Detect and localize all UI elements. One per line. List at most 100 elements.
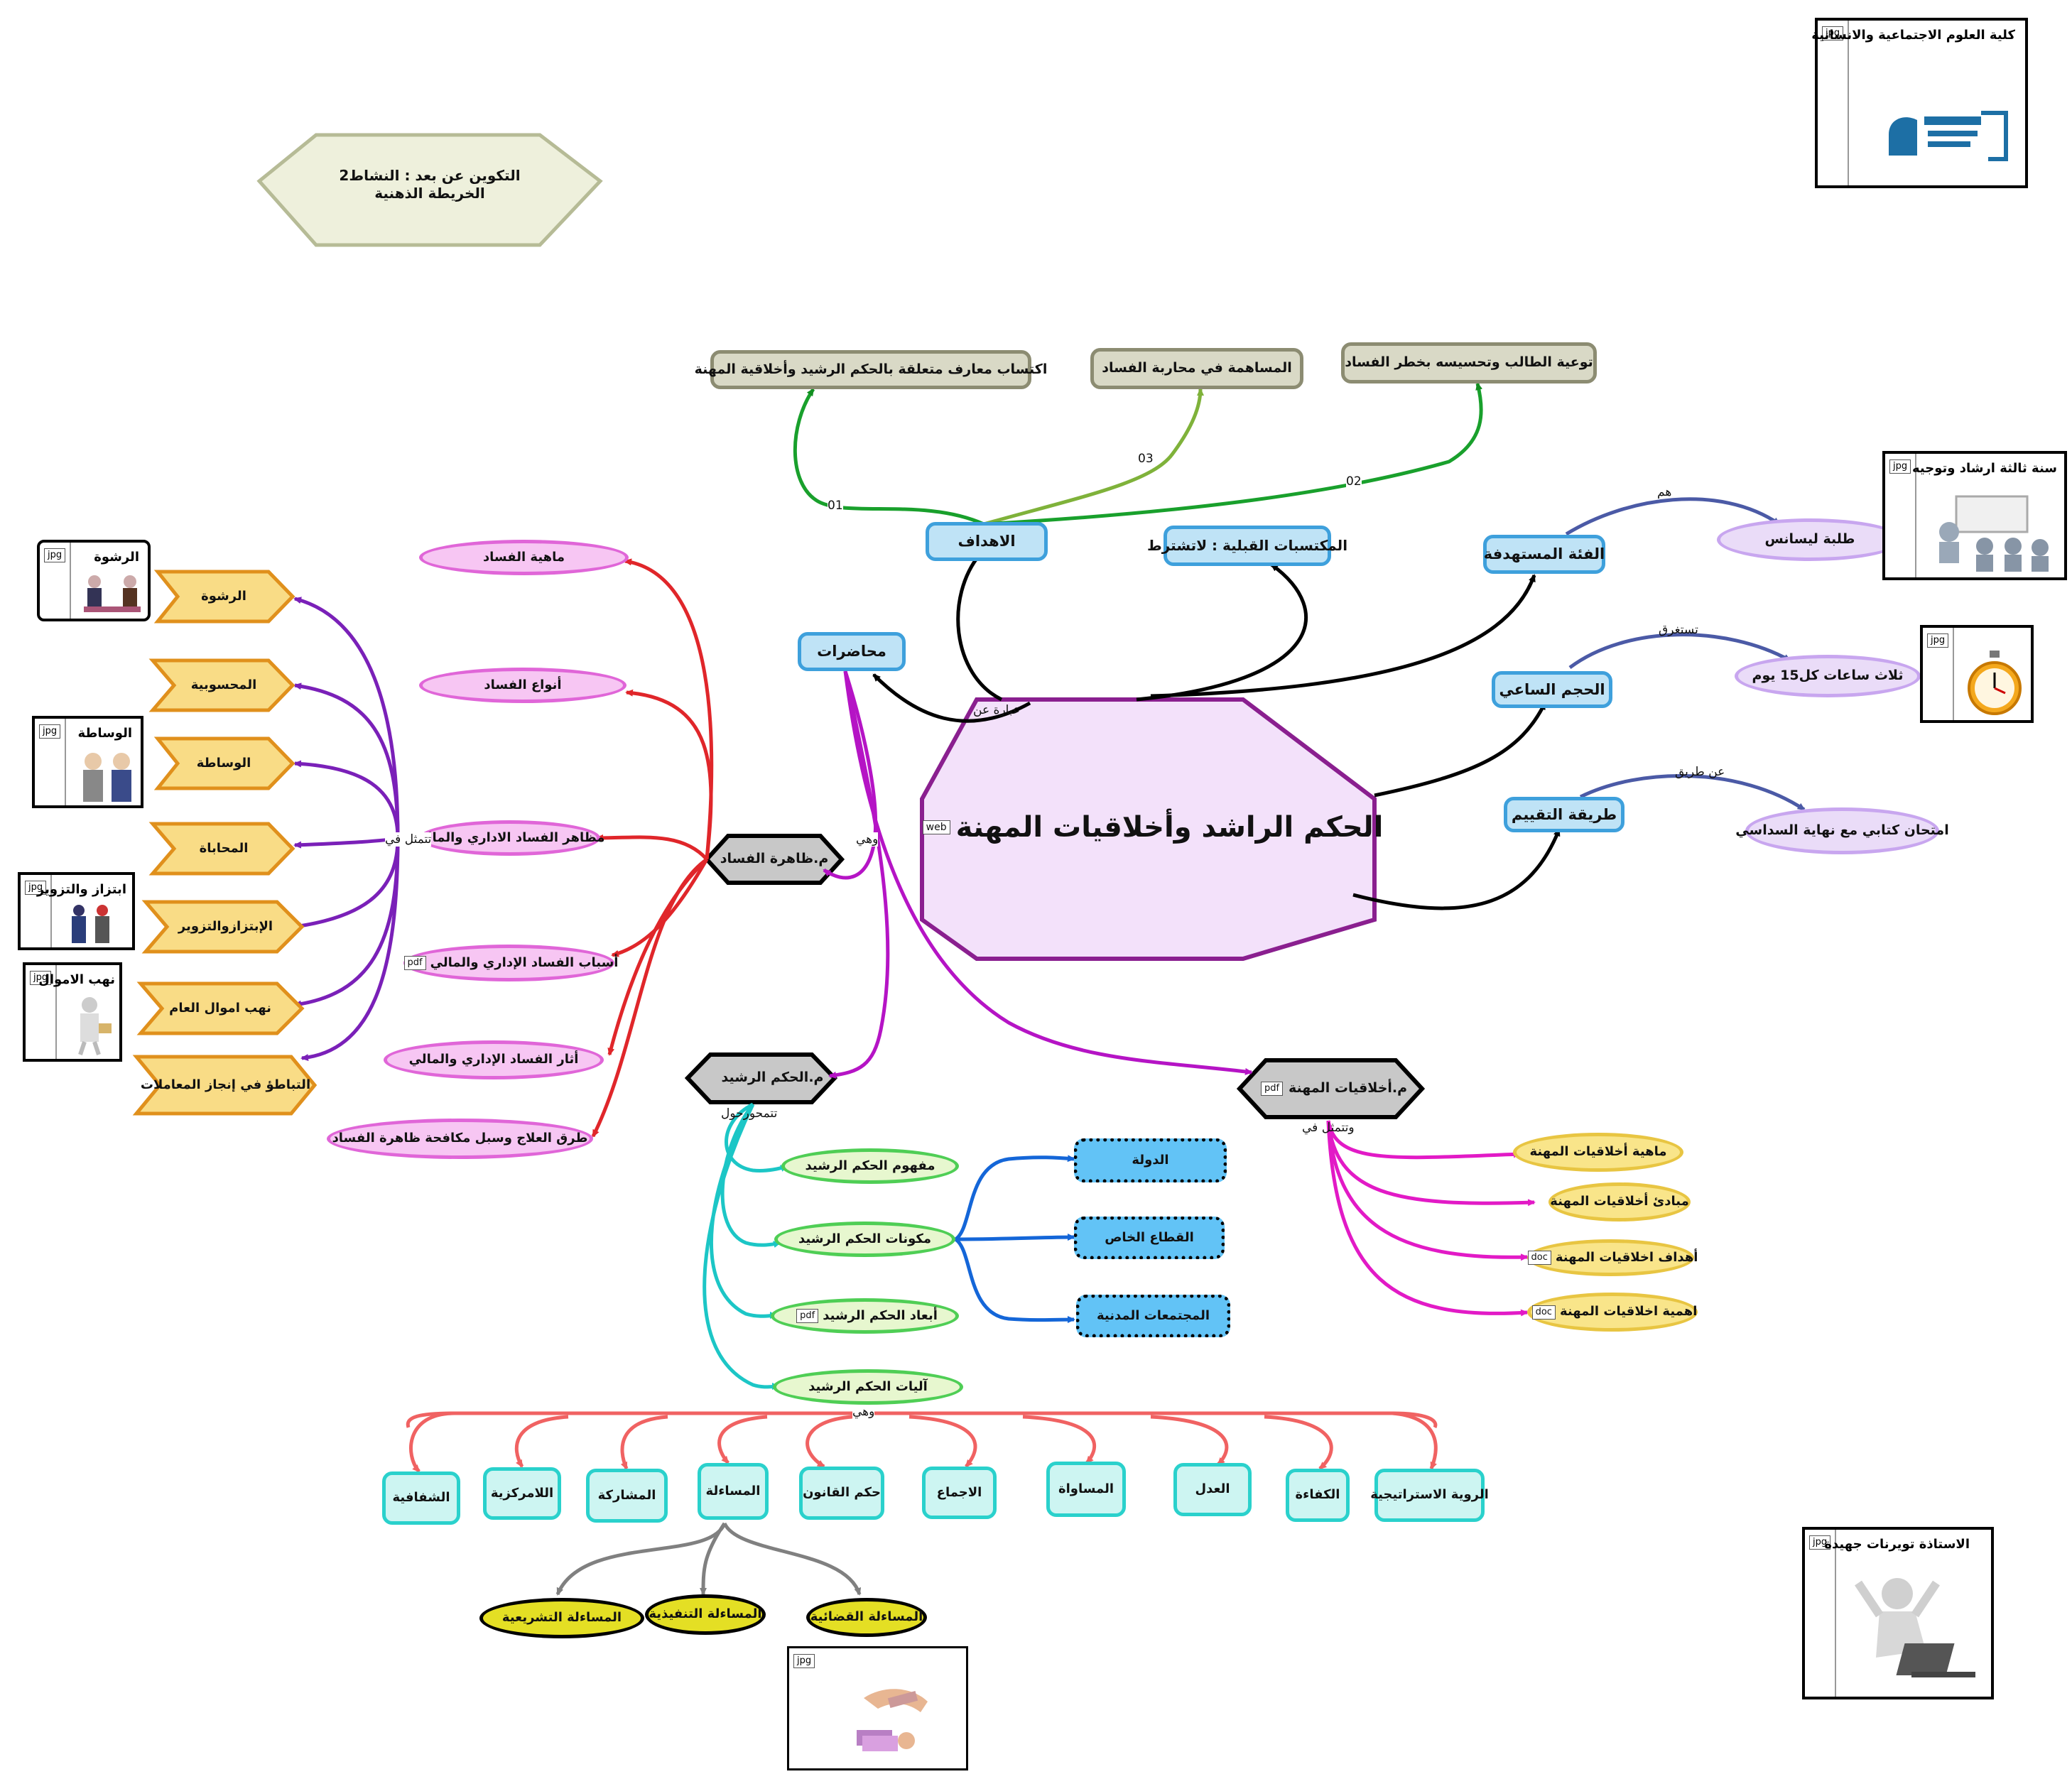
corruption-item-3[interactable]: مظاهر الفساد الاداري والمالي — [415, 820, 604, 856]
activity-line2: الخريطة الذهنية — [374, 185, 485, 202]
pdf-icon: pdf — [403, 956, 426, 970]
accountability-3[interactable]: المساءلة القضائية — [806, 1598, 927, 1637]
university-image-box[interactable]: jpg كلية العلوم الاجتماعية والانسانية — [1811, 18, 2028, 188]
governance-item-1[interactable]: مفهوم الحكم الرشيد — [781, 1148, 959, 1184]
hours-value[interactable]: ثلاث ساعات كل15 يوم — [1735, 655, 1921, 697]
corruption-item-4[interactable]: أسباب الفساد الإداري والمالي pdf — [403, 945, 618, 981]
hours-node[interactable]: الحجم الساعي — [1492, 671, 1612, 708]
evaluation-node[interactable]: طريقة التقييم — [1504, 797, 1624, 832]
objectives-node[interactable]: الاهداف — [926, 522, 1048, 561]
edge-mech-2 — [514, 1415, 569, 1468]
manifestation-6[interactable]: نهب اموال العام — [169, 1000, 271, 1016]
mechanism-9[interactable]: الكفاءة — [1286, 1469, 1350, 1522]
classroom-icon — [1939, 495, 2049, 572]
evaluation-value[interactable]: امتحان كتابي مع نهاية السداسي — [1735, 807, 1949, 854]
link-mechanisms: وهي — [852, 1405, 875, 1419]
component-3[interactable]: المجتمعات المدنية — [1076, 1295, 1230, 1337]
edge-manif-1 — [293, 597, 400, 839]
manifestation-1[interactable]: الرشوة — [201, 588, 246, 604]
ethics-item-2[interactable]: مبادئ أخلاقيات المهنة — [1548, 1182, 1691, 1222]
central-node[interactable]: الحكم الراشد وأخلاقيات المهنة web — [922, 795, 1383, 859]
extortion-caption: ابتزاز والتزوير — [36, 882, 126, 897]
manifestation-shapes — [132, 570, 318, 1116]
edge-ethics-4 — [1326, 1120, 1529, 1317]
mechanism-1[interactable]: الشفافية — [382, 1471, 460, 1525]
edge-corr-1 — [624, 558, 714, 860]
person-laptop-icon — [1855, 1578, 1975, 1677]
extortion-icon — [72, 905, 109, 943]
corruption-item-1[interactable]: ماهية الفساد — [419, 540, 629, 575]
edge-manif-5 — [293, 837, 400, 930]
looting-image-box[interactable]: jpg نهب الاموال — [23, 962, 122, 1062]
image-strip: jpg — [21, 875, 52, 947]
corruption-item-2[interactable]: أنواع الفساد — [419, 668, 627, 703]
jpg-icon: jpg — [1889, 459, 1911, 474]
audience-value[interactable]: طلبة ليسانس — [1717, 518, 1903, 561]
web-icon: web — [922, 820, 950, 834]
money-image-box[interactable]: jpg — [787, 1646, 968, 1770]
ethics-item-4[interactable]: اهمية اخلاقيات المهنة doc — [1527, 1293, 1698, 1332]
audience-image-box[interactable]: jpg سنة ثالثة ارشاد وتوجيه — [1882, 451, 2067, 580]
edge-mech-3 — [620, 1415, 668, 1470]
link-governance: تتمحورحول — [721, 1106, 778, 1121]
edge-mech-9 — [1264, 1415, 1333, 1470]
component-2[interactable]: القطاع الخاص — [1074, 1217, 1225, 1259]
teacher-image-box[interactable]: jpg الاستاذة تويرنات جهيدة — [1802, 1527, 1994, 1699]
bribery-image-box[interactable]: jpg الرشوة — [37, 540, 151, 621]
edge-mech-7 — [1022, 1415, 1097, 1464]
edge-mech-1 — [409, 1411, 455, 1473]
prerequisites-node[interactable]: المكتسبات القبلية : لاتشترط — [1147, 526, 1347, 566]
corruption-item-6[interactable]: طرق العلاج وسبل مكافحة ظاهرة الفساد — [327, 1119, 593, 1159]
objective-2[interactable]: المساهمة في محاربة الفساد — [1090, 348, 1303, 389]
manifestation-3[interactable]: الوساطة — [196, 755, 251, 771]
mechanism-2[interactable]: اللامركزية — [483, 1467, 561, 1520]
mechanism-6[interactable]: الاجماع — [922, 1467, 997, 1519]
link-lectures: عبارة عن — [973, 703, 1021, 717]
image-strip: jpg — [40, 543, 71, 619]
university-caption: كلية العلوم الاجتماعية والانسانية — [1811, 28, 2015, 43]
audience-node[interactable]: الفئة المستهدفة — [1483, 535, 1605, 574]
jpg-icon: jpg — [30, 971, 52, 985]
looting-caption: نهب الاموال — [38, 972, 115, 987]
mechanism-5[interactable]: حكم القانون — [799, 1467, 884, 1520]
clock-image-box[interactable]: jpg — [1920, 625, 2034, 723]
activity-title: التكوين عن بعد : النشاط2 الخريطة الذهنية — [313, 160, 547, 210]
edge-lectures-governance — [828, 670, 890, 1079]
governance-node[interactable]: م.الحكم الرشيد — [721, 1069, 824, 1085]
governance-item-2[interactable]: مكونات الحكم الرشيد — [774, 1222, 955, 1257]
manifestation-2[interactable]: المحسوبية — [190, 677, 257, 692]
governance-item-4[interactable]: آليات الحكم الرشيد — [773, 1369, 963, 1405]
corruption-node[interactable]: م.ظاهرة الفساد — [720, 850, 829, 866]
mechanism-7[interactable]: المساواة — [1046, 1462, 1126, 1517]
manifestation-4[interactable]: المحاباة — [199, 840, 249, 856]
edge-manif-3 — [293, 760, 400, 839]
link-audience: هم — [1657, 485, 1672, 499]
mechanism-4[interactable]: المساءلة — [698, 1463, 769, 1520]
edge-corr-2 — [625, 689, 713, 860]
edge-comp-1 — [954, 1155, 1075, 1241]
mechanism-3[interactable]: المشاركة — [586, 1469, 668, 1523]
extortion-image-box[interactable]: jpg ابتزاز والتزوير — [18, 872, 135, 950]
edge-mech-bus — [406, 1411, 1438, 1429]
central-octagon — [920, 697, 1377, 961]
lectures-node[interactable]: محاضرات — [798, 632, 906, 671]
accountability-2[interactable]: المساءلة التنفيذية — [645, 1594, 766, 1635]
ethics-node[interactable]: م.أخلاقيات المهنة pdf — [1250, 1072, 1414, 1104]
ethics-item-3[interactable]: أهداف اخلاقيات المهنة doc — [1527, 1239, 1698, 1276]
mediation-image-box[interactable]: jpg الوساطة — [32, 716, 143, 808]
jpg-icon: jpg — [1809, 1535, 1831, 1550]
edge-central-hours — [1374, 702, 1547, 798]
corruption-item-5[interactable]: أثار الفساد الإداري والمالي — [384, 1040, 604, 1079]
accountability-1[interactable]: المساءلة التشريعية — [479, 1598, 644, 1638]
edge-acc-1 — [555, 1522, 727, 1596]
mechanism-8[interactable]: العدل — [1173, 1463, 1252, 1516]
ethics-item-1[interactable]: ماهية أخلاقيات المهنة — [1513, 1133, 1683, 1172]
edge-audience-value — [1565, 497, 1781, 536]
manifestation-5[interactable]: الإبتزازوالتزوير — [178, 918, 273, 934]
manifestation-7[interactable]: التباطؤ في إنجاز المعاملات — [140, 1077, 311, 1092]
governance-item-3[interactable]: أبعاد الحكم الرشيد pdf — [771, 1298, 959, 1334]
component-1[interactable]: الدولة — [1074, 1138, 1227, 1182]
objective-1[interactable]: اكتساب معارف متعلقة بالحكم الرشيد وأخلاق… — [695, 350, 1047, 389]
objective-3[interactable]: توعية الطالب وتحسيسه بخطر الفساد — [1341, 342, 1597, 383]
mechanism-10[interactable]: الروية الاستراتيجية — [1370, 1469, 1489, 1522]
